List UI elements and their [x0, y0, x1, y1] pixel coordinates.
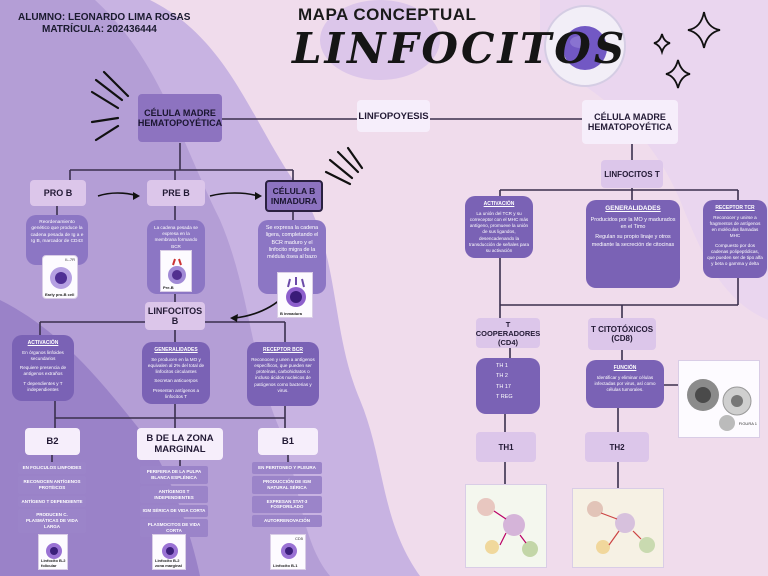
cell-icon — [281, 543, 297, 559]
label-figura: FIGURA 1 — [738, 421, 757, 426]
node-celula-b-inmadura: CÉLULA B INMADURA — [265, 180, 323, 212]
node-th2: TH2 — [585, 432, 649, 462]
student-id: MATRÍCULA: 202436444 — [42, 24, 157, 35]
cd8-illustration — [687, 379, 752, 431]
card-activacion-t-1: La unión del TCR y su correceptor con el… — [469, 210, 530, 253]
card-activacion-t-title: ACTIVACIÓN — [483, 201, 515, 207]
bar-bzm-1: PERIFERIA DE LA PULPA BLANCA ESPLÉNICA — [140, 466, 208, 484]
label-cd5: CD5 — [294, 536, 303, 541]
bar-b1-2: PRODUCCIÓN DE IGM NATURAL SÉRICA — [252, 475, 322, 494]
card-pre-b-text: La cadena pesada se expresa en la membra… — [154, 225, 198, 249]
student-name: ALUMNO: LEONARDO LIMA ROSAS — [18, 12, 191, 23]
card-receptor-tcr-title: RECEPTOR TCR — [715, 205, 755, 211]
bar-bzm-2: ANTÍGENOS T INDEPENDIENTES — [140, 485, 208, 504]
bar-b1-3: EXPRESAN STAT-3 FOSFORILADO — [252, 495, 322, 514]
node-th1: TH1 — [476, 432, 536, 462]
cell-icon — [168, 258, 186, 284]
img-b2-zona: Linfocito B-2 zona marginal — [152, 534, 186, 570]
cd4-subtype-2: TH 2 — [496, 373, 508, 380]
label-early-pro-b: Early pro-B cell — [45, 291, 75, 297]
card-generalidades-b-1: Se producen en la MO y equivalen al 2% d… — [147, 356, 205, 375]
b1-bars: EN PERITONEO Y PLEURA PRODUCCIÓN DE IGM … — [252, 462, 322, 528]
node-b1: B1 — [258, 428, 318, 455]
card-receptor-tcr-2: Compuesto por dos cadenas polipeptídicas… — [707, 242, 763, 267]
card-generalidades-b-title: GENERALIDADES — [154, 347, 198, 353]
card-cd4-subtypes: TH 1 TH 2 TH 17 T REG — [476, 358, 540, 414]
cd4-subtype-3: TH 17 — [496, 383, 511, 390]
card-funcion-title: FUNCIÓN — [613, 365, 637, 371]
bar-b2-3: ANTÍGENO T DEPENDIENTE — [18, 495, 86, 508]
card-pro-b-text: Reordenamiento genético que produce la c… — [30, 220, 84, 245]
label-b-inmadura: B inmadura — [280, 310, 303, 316]
label-il7r: IL-7R — [65, 257, 75, 262]
card-activacion-b-3: T dependientes y T independientes — [23, 380, 63, 392]
b2-bars: EN FOLICULOS LINFOIDES RECONOCEN ANTÍGEN… — [18, 462, 86, 533]
bzm-bars: PERIFERIA DE LA PULPA BLANCA ESPLÉNICA A… — [140, 466, 208, 537]
label-b2-folicular: Linfocito B-2 folicular — [41, 558, 66, 568]
bar-b1-1: EN PERITONEO Y PLEURA — [252, 462, 322, 474]
bar-b2-2: RECONOCEN ANTÍGENOS PROTÉICOS — [18, 475, 86, 494]
node-pre-b: PRE B — [147, 180, 205, 206]
node-celula-madre-right: CÉLULA MADRE HEMATOPOYÉTICA — [582, 100, 678, 144]
img-b2-folicular: Linfocito B-2 folicular — [38, 534, 68, 570]
card-generalidades-t-2: Regulan su propio linaje y otros mediant… — [591, 234, 675, 248]
card-inmadura-text: Se expresa la cadena ligera, completando… — [265, 225, 319, 261]
bar-b2-4: PRODUCEN C. PLASMÁTICAS DE VIDA LARGA — [18, 509, 86, 533]
th1-illustration — [466, 485, 546, 567]
card-activacion-b: ACTIVACIÓN En órganos linfoides secundar… — [12, 335, 74, 401]
card-receptor-bcr: RECEPTOR BCR Reconocen y unen a antígeno… — [247, 342, 319, 406]
card-activacion-t: ACTIVACIÓN La unión del TCR y su correce… — [465, 196, 533, 258]
card-receptor-tcr: RECEPTOR TCR Reconocer y unirse a fragme… — [703, 200, 767, 278]
node-linfocitos-t: LINFOCITOS T — [601, 160, 663, 188]
bar-b2-1: EN FOLICULOS LINFOIDES — [18, 462, 86, 474]
card-activacion-b-2: Requiere presencia de antígenos extraños — [19, 365, 67, 377]
script-title: LINFOCITOS — [292, 24, 628, 73]
card-funcion-1: Identificar y eliminar células infectada… — [594, 374, 656, 393]
img-th1-diagram — [465, 484, 547, 568]
card-activacion-b-title: ACTIVACIÓN — [27, 340, 59, 346]
th2-illustration — [573, 489, 663, 567]
card-generalidades-b-2: Secretan anticuerpos — [154, 378, 198, 384]
card-funcion: FUNCIÓN Identificar y eliminar células i… — [586, 360, 664, 408]
img-pre-b: Pre-B — [160, 250, 192, 292]
img-early-pro-b: IL-7R Early pro-B cell — [42, 255, 78, 299]
cell-icon — [286, 277, 306, 307]
node-celula-madre-left: CÉLULA MADRE HEMATOPOYÉTICA — [138, 94, 222, 142]
card-generalidades-t-title: GENERALIDADES — [605, 205, 661, 212]
node-t-cooperadores: T COOPERADORES (CD4) — [475, 318, 541, 348]
img-th2-diagram — [572, 488, 664, 568]
bar-bzm-3: IGM SÉRICA DE VIDA CORTA — [140, 505, 208, 518]
img-b1: CD5 Linfocito B-1 — [270, 534, 306, 570]
cd4-subtype-1: TH 1 — [496, 363, 508, 369]
cd4-subtype-4: T REG — [496, 394, 513, 401]
page-title: MAPA CONCEPTUAL — [298, 5, 477, 24]
label-pre-b: Pre-B — [163, 284, 174, 290]
cell-icon — [162, 543, 178, 559]
bar-bzm-4: PLASMOCITOS DE VIDA CORTA — [140, 519, 208, 537]
node-linfocitos-b: LINFOCITOS B — [145, 302, 205, 330]
node-pro-b: PRO B — [30, 180, 86, 206]
img-b-inmadura: B inmadura — [277, 272, 313, 318]
node-linfopoyesis: LINFOPOYESIS — [357, 100, 430, 132]
card-generalidades-t: GENERALIDADES Producidos por la MO y mad… — [586, 200, 680, 288]
card-receptor-bcr-1: Reconocen y unen a antígenos específicos… — [251, 356, 315, 393]
card-generalidades-b: GENERALIDADES Se producen en la MO y equ… — [142, 342, 210, 404]
label-b1: Linfocito B-1 — [273, 562, 298, 568]
cell-icon — [46, 543, 62, 559]
img-cd8-figure: FIGURA 1 — [678, 360, 760, 438]
bar-b1-4: AUTORRENOVACIÓN — [252, 515, 322, 528]
card-activacion-b-1: En órganos linfoides secundarios — [22, 349, 64, 361]
node-t-citotoxicos: T CITOTÓXICOS (CD8) — [588, 318, 656, 350]
card-receptor-bcr-title: RECEPTOR BCR — [263, 347, 303, 353]
node-b2: B2 — [25, 428, 80, 455]
node-b-zona-marginal: B DE LA ZONA MARGINAL — [137, 428, 223, 460]
card-generalidades-b-3: Presentan antígenos a linfocitos T — [152, 387, 200, 399]
cell-icon — [50, 267, 72, 289]
card-generalidades-t-1: Producidos por la MO y madurados en el T… — [590, 216, 676, 230]
card-receptor-tcr-1: Reconocer y unirse a fragmentos de antíg… — [709, 214, 761, 239]
label-b2-zona: Linfocito B-2 zona marginal — [155, 558, 182, 568]
